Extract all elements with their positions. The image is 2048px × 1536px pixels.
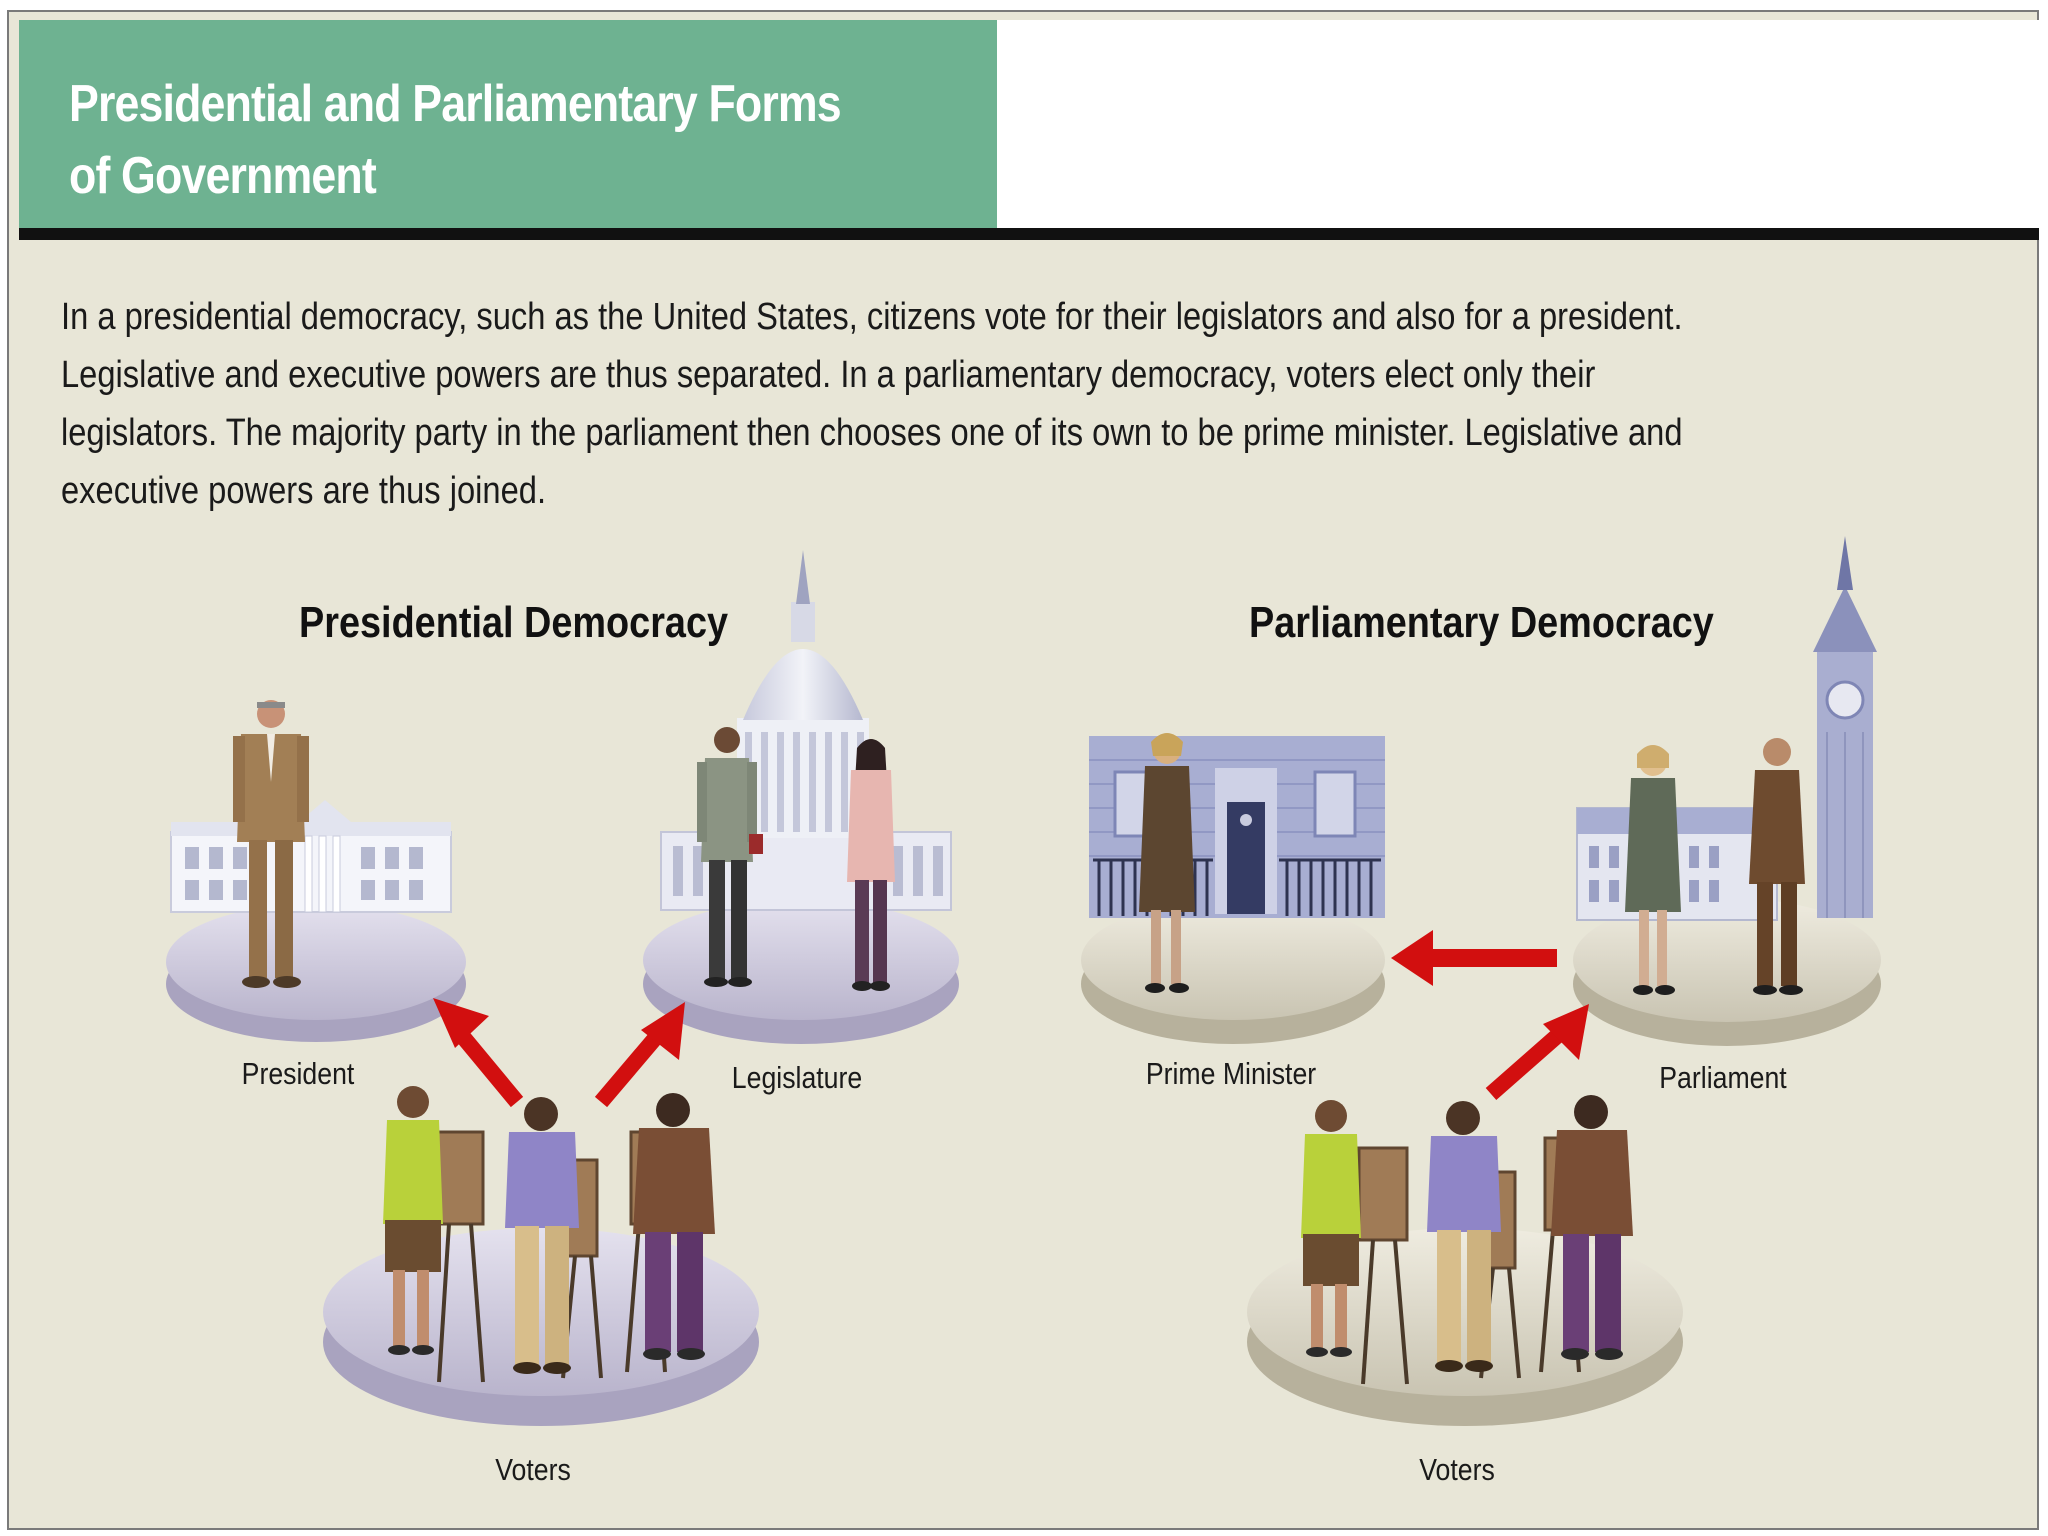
president-figure xyxy=(233,700,309,988)
title-banner-blank xyxy=(997,20,2039,228)
arrow-voters-to-parliament xyxy=(1485,1004,1589,1101)
arrow-parliament-to-prime-minister xyxy=(1391,930,1557,986)
parliamentary-heading: Parliamentary Democracy xyxy=(1249,598,1714,647)
legislator-figure-man xyxy=(697,727,763,987)
label-parliament: Parliament xyxy=(1659,1060,1787,1095)
label-prime-minister: Prime Minister xyxy=(1145,1056,1317,1091)
white-house xyxy=(170,800,452,913)
title-rule xyxy=(19,228,2039,240)
presidential-heading: Presidential Democracy xyxy=(299,598,729,647)
label-voters-presidential: Voters xyxy=(495,1452,571,1487)
legislature-platform xyxy=(643,900,959,1044)
label-president: President xyxy=(241,1056,355,1091)
prime-minister-figure xyxy=(1139,733,1195,993)
parliament-figure-man xyxy=(1749,738,1805,995)
downing-street-building xyxy=(1089,736,1385,918)
voter-group-presidential xyxy=(383,1086,715,1383)
title-banner: Presidential and Parliamentary Forms of … xyxy=(19,20,997,228)
prime-minister-platform xyxy=(1081,900,1385,1044)
intro-paragraph: In a presidential democracy, such as the… xyxy=(61,296,1683,512)
parliament-figure-woman xyxy=(1625,745,1681,995)
label-voters-parliamentary: Voters xyxy=(1419,1452,1495,1487)
infographic-frame: Presidential and Parliamentary Forms of … xyxy=(7,10,2039,1530)
arrow-voters-to-legislature xyxy=(594,1002,685,1108)
parliament-building xyxy=(1576,536,1877,921)
page-title: Presidential and Parliamentary Forms of … xyxy=(69,75,842,205)
arrow-voters-to-president xyxy=(433,998,524,1108)
voter-group-parliamentary xyxy=(1301,1095,1633,1385)
diagram-illustration xyxy=(166,536,1881,1426)
president-platform xyxy=(166,904,466,1042)
legislator-figure-woman xyxy=(847,739,895,991)
label-legislature: Legislature xyxy=(731,1060,863,1095)
